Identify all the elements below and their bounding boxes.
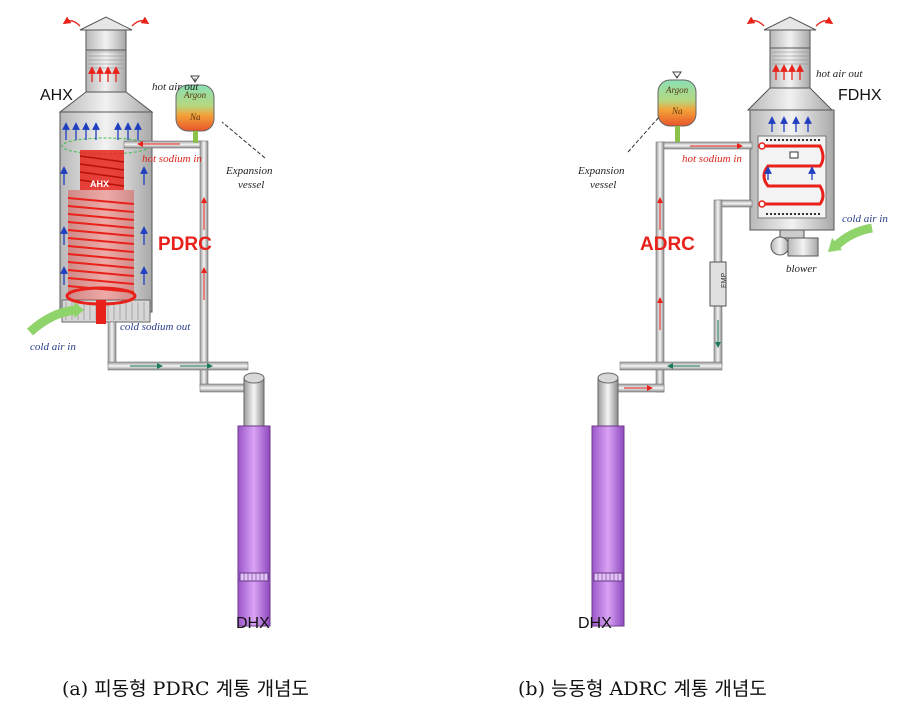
cold-air-in-arrow-right (832, 223, 873, 250)
cold-air-in-label-right: cold air in (842, 213, 888, 225)
tank-liquid-label-right: Na (671, 106, 683, 116)
expansion-vessel-label-1: Expansion (225, 165, 273, 177)
ahx-inner-label: AHX (90, 179, 109, 189)
cold-air-in-arrow (26, 305, 77, 336)
fdhx-air-arrows (764, 116, 816, 180)
expansion-vessel-right: Argon Na (657, 71, 697, 142)
dhx-label-left: DHX (236, 615, 270, 632)
emp-label: EMP (721, 273, 728, 289)
cold-sodium-pipe (107, 321, 253, 393)
internal-air-arrows (60, 122, 148, 285)
caption-right: (b) 능동형 ADRC 계통 개념도 (518, 678, 767, 700)
ahx-coil (65, 150, 137, 324)
tank-gas-label-right: Argon (665, 85, 689, 95)
hot-air-out-label-right: hot air out (816, 68, 863, 80)
hot-sodium-in-label: hot sodium in (142, 153, 202, 165)
tank-liquid-label: Na (189, 112, 201, 122)
adrc-hot-pipe (599, 141, 753, 393)
hot-air-out-label: hot air out (152, 81, 199, 93)
pdrc-system: AHX (26, 16, 309, 700)
fdhx-serpentine-tube (762, 144, 825, 206)
adrc-system: EMP Argon Na FDHX hot air out hot sodium… (518, 16, 888, 700)
dhx-label-right: DHX (578, 615, 612, 632)
expansion-vessel-label-2: vessel (238, 179, 264, 191)
emp (709, 261, 727, 307)
ahx-stack (58, 16, 154, 113)
ahx-label: AHX (40, 87, 73, 104)
adrc-title: ADRC (640, 234, 695, 255)
hot-air-out-arrows (62, 16, 150, 82)
expansion-pointer-left (221, 121, 266, 159)
caption-left: (a) 피동형 PDRC 계통 개념도 (62, 678, 309, 700)
dhx-left (237, 372, 271, 627)
expansion-pointer-right (627, 115, 661, 153)
cold-air-in-label: cold air in (30, 341, 76, 353)
fdhx-label: FDHX (838, 87, 882, 104)
fdhx-stack (746, 16, 834, 111)
hot-sodium-in-label-right: hot sodium in (682, 153, 742, 165)
pdrc-title: PDRC (158, 234, 212, 255)
tank-gas-label: Argon (183, 90, 207, 100)
fdhx-hot-air-arrows (746, 16, 834, 80)
cold-sodium-out-label: cold sodium out (120, 321, 191, 333)
blower (770, 229, 819, 257)
dhx-right (591, 372, 625, 627)
expansion-vessel-label-right-2: vessel (590, 179, 616, 191)
blower-label: blower (786, 263, 817, 275)
expansion-vessel-left: Argon Na (175, 75, 215, 143)
expansion-vessel-label-right-1: Expansion (577, 165, 625, 177)
adrc-cold-pipe: EMP (619, 199, 753, 371)
